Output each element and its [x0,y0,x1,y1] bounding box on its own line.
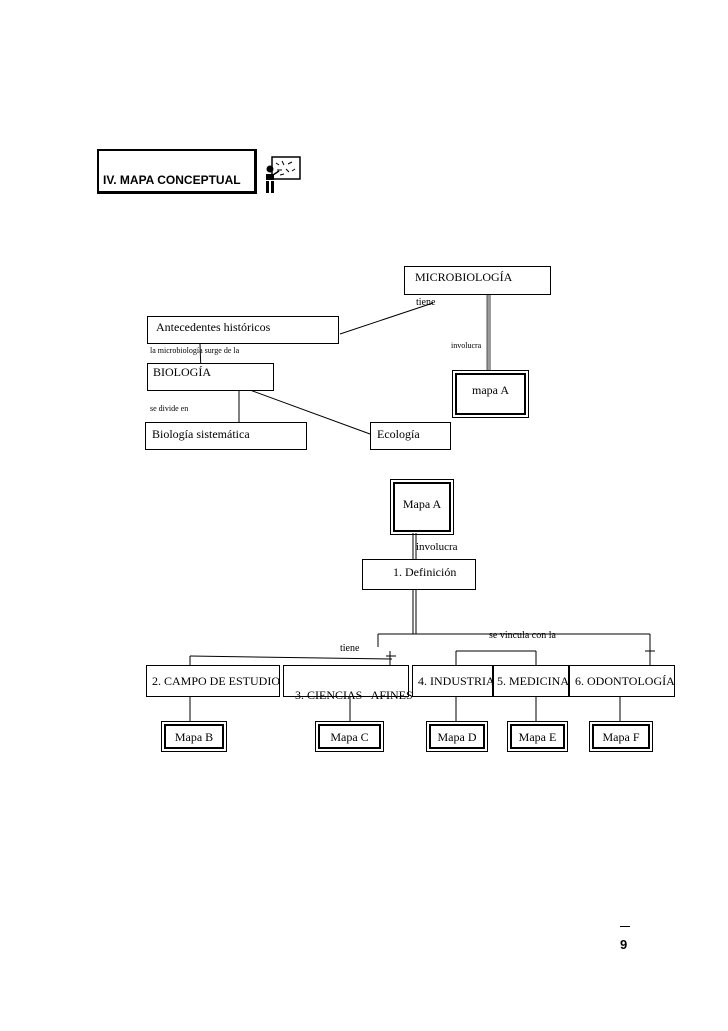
antecedentes-node: Antecedentes históricos [147,316,339,344]
page-number-rule [620,926,630,927]
section-title: IV. MAPA CONCEPTUAL [103,173,241,187]
map-label: Mapa F [602,730,640,744]
microbiologia-label: MICROBIOLOGÍA [415,270,513,284]
definicion-label: 1. Definición [393,565,457,579]
involucra-label-bottom: involucra [416,541,458,553]
category-odontologia: 6. ODONTOLOGÍA [569,665,675,697]
mapa-e-node: Mapa E [507,721,568,752]
category-label: 2. CAMPO DE ESTUDIO [152,674,281,688]
biologia-sistematica-label: Biología sistemática [152,427,250,441]
mapa-f-node: Mapa F [589,721,653,752]
map-label: Mapa B [174,730,214,744]
category-campo-estudio: 2. CAMPO DE ESTUDIO [146,665,280,697]
mapa-d-node: Mapa D [426,721,488,752]
map-label: Mapa C [330,730,369,744]
tiene-label-bottom: tiene [340,643,360,654]
mapa-a-top-label: mapa A [472,383,509,397]
microbiologia-node: MICROBIOLOGÍA [404,266,551,295]
divide-label: se divide en [150,404,189,413]
involucra-label-top: involucra [451,341,482,350]
biologia-sistematica-node: Biología sistemática [145,422,307,450]
tiene-label-top: tiene [416,297,436,308]
ecologia-node: Ecología [370,422,451,450]
category-medicina: 5. MEDICINA [493,665,569,697]
mapa-c-node: Mapa C [315,721,384,752]
category-label: 5. MEDICINA [497,674,569,688]
map-label: Mapa D [437,730,477,744]
biologia-node: BIOLOGÍA [147,363,274,391]
map-label: Mapa E [518,730,557,744]
category-label: 3. CIENCIAS AFINES [295,688,413,702]
surge-de-label: la microbiología surge de la [150,346,240,355]
antecedentes-label: Antecedentes históricos [156,320,271,334]
ecologia-label: Ecología [377,427,420,441]
category-label: 4. INDUSTRIA [418,674,495,688]
mapa-a-bottom-node: Mapa A [390,479,454,535]
category-label: 6. ODONTOLOGÍA [575,674,675,688]
section-title-box: IV. MAPA CONCEPTUAL [97,149,257,194]
vincula-label: se vincula con la [489,630,556,641]
mapa-a-bottom-label: Mapa A [402,497,442,511]
category-ciencias-afines: 3. CIENCIAS AFINES [283,665,413,702]
mapa-a-top-node: mapa A [452,370,529,418]
mapa-b-node: Mapa B [161,721,227,752]
teacher-at-whiteboard-icon [266,156,301,193]
category-industria: 4. INDUSTRIA [412,665,495,697]
biologia-label: BIOLOGÍA [153,365,211,379]
definicion-node: 1. Definición [362,559,476,590]
page-number: 9 [620,937,628,952]
